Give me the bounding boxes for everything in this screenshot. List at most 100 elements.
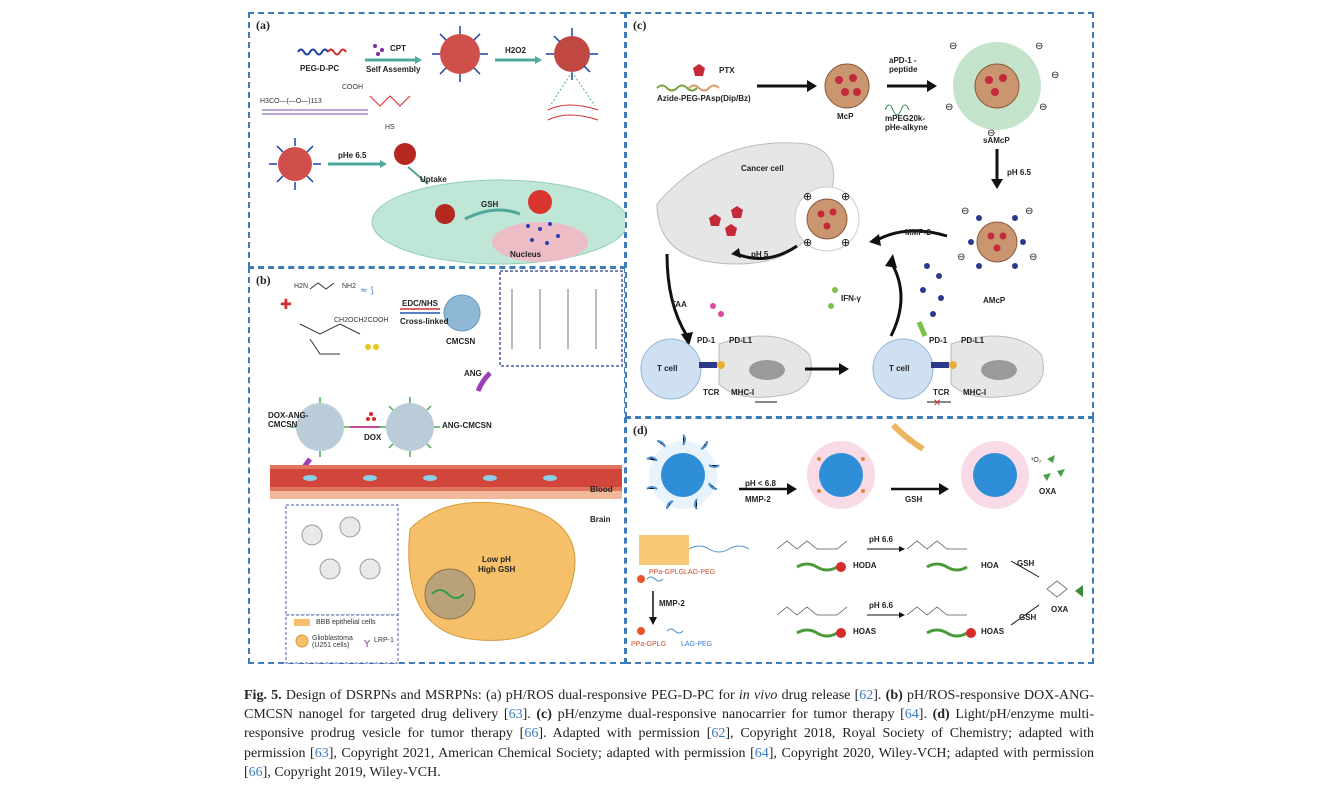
label-ptx: PTX [719,66,735,75]
panel-d: (d) [625,417,1094,664]
label-ang-cmcsn: ANG-CMCSN [442,421,492,430]
caption-text-1: Design of DSRPNs and MSRPNs: (a) pH/ROS … [281,688,739,703]
label-hoda: HODA [853,561,877,570]
label-ph66-b: pH 6.6 [869,601,894,610]
label-gsh-a: GSH [481,200,499,209]
svg-text:⊖: ⊖ [945,102,953,113]
svg-text:⊖: ⊖ [1025,206,1033,217]
caption-text-10: ], Copyright 2021, American Chemical Soc… [328,745,755,761]
caption-text-9: ], Copyright 2018, Royal Society of Chem… [244,726,1095,761]
label-peg-d-pc: PEG-D-PC [300,64,340,73]
panel-a-label: (a) [256,18,270,32]
panel-c-graphic: ⊖⊖⊖ ⊖⊖⊖ ⊕⊕⊕⊕ ⊖⊖⊖⊖ [640,41,1059,409]
svg-text:⊖: ⊖ [949,41,957,52]
svg-text:⊕: ⊕ [841,190,850,203]
svg-text:⊕: ⊕ [841,236,850,249]
label-ph65: pH 6.5 [1007,168,1032,177]
caption-text-1b: drug release [ [777,688,860,703]
label-pdl1-b: PD-L1 [961,336,985,345]
label-edc: EDC/NHS [402,299,439,308]
caption-text-5: pH/enzyme dual-responsive nanocarrier fo… [551,707,905,723]
label-high-gsh: High GSH [478,565,516,574]
label-mhc-b: MHC-I [963,388,987,397]
ref-62b-link[interactable]: 62 [711,726,726,742]
label-ang: ANG [464,369,482,378]
label-hs: HS [385,124,395,131]
svg-text:⊖: ⊖ [1039,102,1047,113]
caption-text-7: Light/pH/enzyme multi-responsive prodrug… [244,707,1094,742]
svg-text:⊕: ⊕ [803,190,812,203]
label-gsh-d2: GSH [1017,559,1035,568]
svg-text:⊕: ⊕ [803,236,812,249]
ref-66-link[interactable]: 66 [524,726,539,742]
label-cond: pH < 6.8 [745,479,776,488]
label-hoas: HOAS [853,627,877,636]
svg-text:⊖: ⊖ [1029,252,1037,263]
caption-text-3: pH/ROS-responsive DOX-ANG-CMCSN nanogel … [244,688,1095,723]
caption-fig-label: Fig. 5. [244,688,282,703]
legend-gbm: Glioblastoma (U251 cells) [312,635,353,649]
ref-66b-link[interactable]: 66 [248,764,263,780]
label-hoa: HOA [981,561,999,570]
label-ppa-peg: PPa-GPLGLAG-PEG [649,569,716,576]
label-dox: DOX [364,433,382,442]
label-ch2: CH2OCH2COOH [334,317,389,324]
panel-c-label: (c) [633,18,647,32]
label-oxa-bottom: OXA [1051,605,1069,614]
figure: (a) [248,12,1094,664]
label-lag-peg: LAG-PEG [681,641,713,648]
label-o2: ¹O₂ [1031,457,1042,464]
label-taa: TAA [671,300,687,309]
caption-text-2: ]. [873,688,886,703]
label-apd1: aPD-1 -peptide [889,56,918,74]
label-ph-a: pHe 6.5 [338,151,367,160]
label-crosslinked: Cross-linked [400,317,449,326]
ref-63b-link[interactable]: 63 [314,745,329,761]
label-tcell-b: T cell [889,364,910,373]
panel-b-label: (b) [256,273,271,287]
svg-text:≈ ⟆: ≈ ⟆ [360,286,374,296]
svg-text:⊖: ⊖ [961,206,969,217]
figure-caption: Fig. 5. Design of DSRPNs and MSRPNs: (a)… [244,686,1094,782]
caption-c-label: (c) [536,707,552,723]
label-tcr-a: TCR [703,388,720,397]
legend-bbb: BBB epithelial cells [316,619,376,626]
label-uptake: Uptake [420,175,447,184]
label-mpeg: mPEG20k- pHe-alkyne [885,114,928,132]
caption-in-vivo: in vivo [738,688,778,703]
label-pd1-b: PD-1 [929,336,948,345]
label-h2o2: H2O2 [505,46,526,55]
label-blood: Blood [590,485,613,494]
label-tcell-a: T cell [657,364,678,373]
label-mcp: McP [837,112,854,121]
legend-lrp: LRP-1 [374,637,394,644]
ref-64-link[interactable]: 64 [904,707,919,723]
label-cmcsn: CMCSN [446,337,476,346]
label-brain: Brain [590,515,611,524]
svg-text:⊖: ⊖ [987,128,995,139]
label-gsh-d: GSH [905,495,923,504]
caption-text-12: ], Copyright 2019, Wiley-VCH. [262,764,441,780]
svg-text:✚: ✚ [280,297,292,313]
ref-62-link[interactable]: 62 [859,688,874,703]
label-nucleus: Nucleus [510,250,542,259]
caption-text-6: ]. [918,707,933,723]
label-tcr-b: TCR [933,388,950,397]
svg-text:⊖: ⊖ [957,252,965,263]
label-self-assembly: Self Assembly [366,65,421,74]
caption-text-8: ]. Adapted with permission [ [538,726,712,742]
label-chem-peg: H3CO—(—O—)113 [260,98,322,105]
label-mhc-a: MHC-I [731,388,755,397]
label-oxa-top: OXA [1039,487,1057,496]
label-dox-ang-cmcsn: DOX-ANG-CMCSN [268,411,309,429]
label-mmp2-d: MMP-2 [745,495,771,504]
label-samcp: sAMcP [983,136,1010,145]
panel-b: (b) ≈ ⟆ ✚ [248,267,626,664]
label-ph66-a: pH 6.6 [869,535,894,544]
ref-64b-link[interactable]: 64 [754,745,769,761]
label-mmp2-d2: MMP-2 [659,599,685,608]
label-pd1-a: PD-1 [697,336,716,345]
label-ppa-gplg: PPa-GPLG [631,641,667,648]
label-cooh: COOH [342,84,363,91]
ref-63-link[interactable]: 63 [508,707,523,723]
